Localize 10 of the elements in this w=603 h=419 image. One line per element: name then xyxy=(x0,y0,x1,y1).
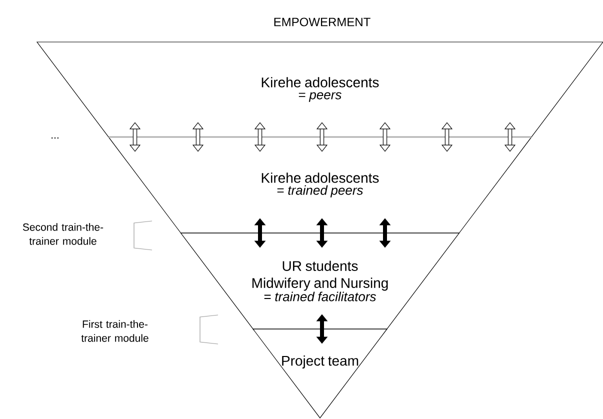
title: EMPOWERMENT xyxy=(274,18,370,26)
side-label: First train-the-trainer module xyxy=(81,320,148,342)
double-arrow xyxy=(129,122,141,152)
double-arrow xyxy=(379,122,391,152)
side-label: Second train-the-trainer module xyxy=(22,223,104,245)
double-arrow xyxy=(441,122,453,152)
double-arrow xyxy=(316,122,328,152)
double-arrow xyxy=(192,122,204,152)
double-arrow xyxy=(254,122,266,152)
double-arrow xyxy=(504,122,516,152)
